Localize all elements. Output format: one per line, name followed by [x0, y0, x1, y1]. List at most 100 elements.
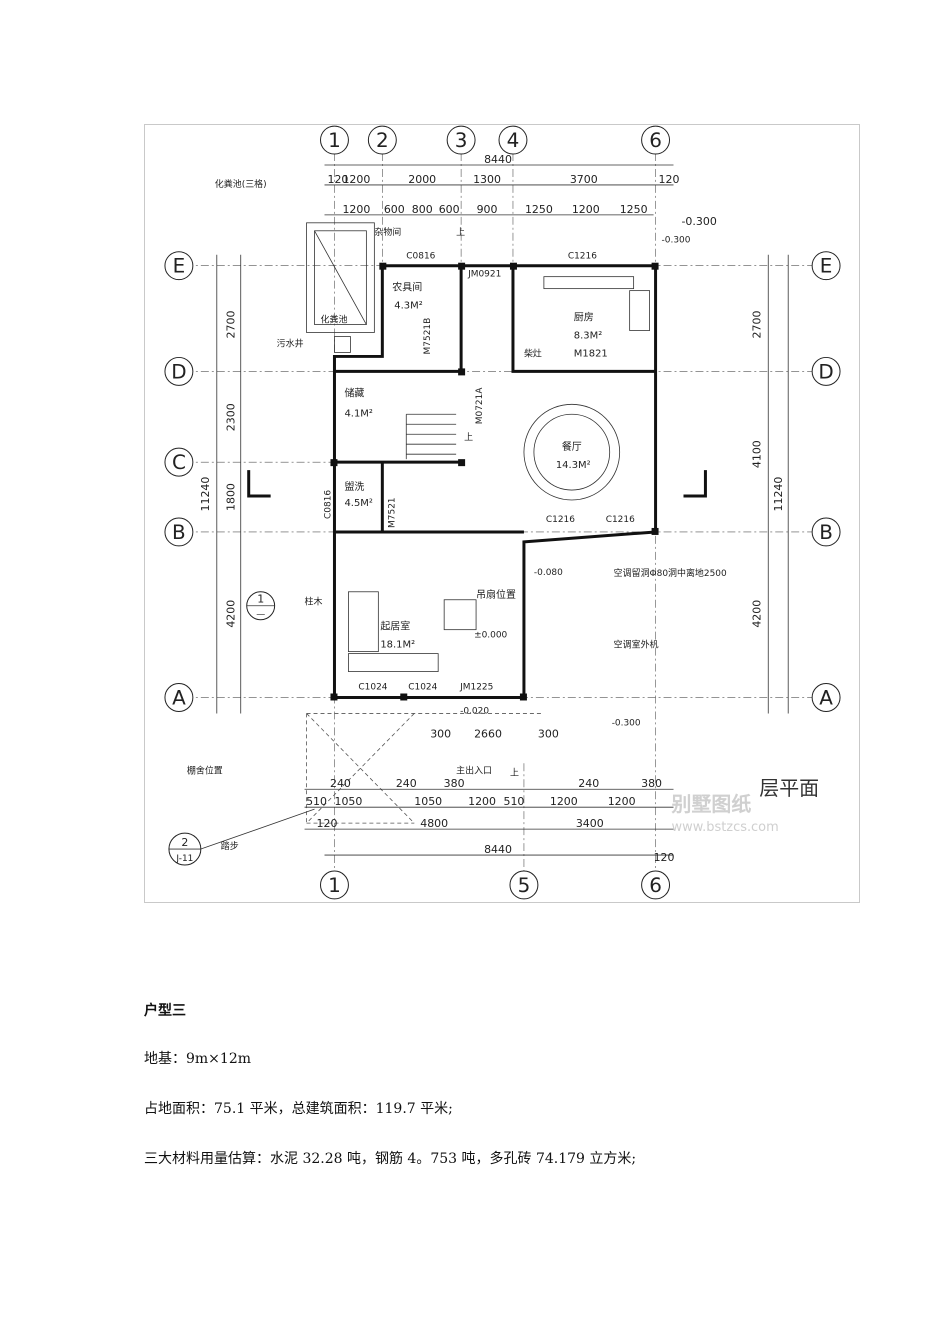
window-code: C1024	[358, 683, 387, 693]
door-code: M1821	[574, 348, 608, 359]
room-storage: 储藏	[344, 386, 364, 399]
room-label: 杂物间	[374, 226, 401, 238]
svg-text:3: 3	[455, 128, 468, 152]
svg-text:4: 4	[507, 128, 520, 152]
window-code: C1216	[606, 515, 635, 525]
stair-up-label: 上	[464, 432, 473, 443]
room-living-area: 18.1M²	[380, 640, 415, 651]
axis-bubble-top-2: 2	[367, 125, 397, 155]
svg-text:B: B	[172, 520, 186, 544]
entrance-label: 主出入口	[456, 764, 492, 776]
svg-text:1: 1	[328, 873, 341, 897]
axis-bubble-bottom-1: 1	[320, 870, 349, 900]
svg-text:A: A	[172, 685, 186, 709]
window-code: C0816	[323, 490, 333, 519]
heading-house-type: 户型三	[144, 1003, 186, 1019]
dim-text: 2300	[225, 403, 238, 431]
svg-text:2: 2	[181, 836, 188, 849]
stair-up-label: 上	[510, 767, 519, 778]
svg-text:E: E	[820, 254, 833, 278]
floor-plan-drawing: 1 2 3 4 6 1 5 6 E D C B	[164, 125, 841, 900]
dim-text: 1200	[608, 795, 636, 808]
dim-text: 800	[412, 203, 433, 216]
sewage-label: 污水井	[277, 337, 304, 349]
dim-text: 300	[430, 727, 451, 740]
dim-text: 240	[396, 777, 417, 790]
area-line: 占地面积：75.1 平米，总建筑面积：119.7 平米;	[144, 1101, 453, 1117]
fan-position-label: 吊扇位置	[476, 588, 516, 601]
axis-bubble-right-D: D	[811, 356, 841, 386]
door-code: M7521	[387, 497, 397, 528]
dim-text: 2700	[750, 311, 763, 339]
svg-text:6: 6	[649, 873, 662, 897]
axis-bubble-left-B: B	[164, 517, 194, 547]
dim-text: 600	[384, 203, 405, 216]
dim-text: 1200	[572, 203, 600, 216]
window-code: C1024	[408, 683, 437, 693]
door-code: M0721A	[475, 387, 485, 425]
svg-text:2: 2	[376, 128, 389, 152]
dim-text: 510	[504, 795, 525, 808]
room-dining-area: 14.3M²	[556, 460, 591, 471]
dim-total-top: 8440	[484, 153, 512, 166]
axis-bubble-right-E: E	[811, 251, 841, 281]
axis-bubble-left-C: C	[164, 447, 194, 477]
dim-text: 2000	[408, 173, 436, 186]
room-tools: 农具间	[392, 281, 422, 294]
room-bath-area: 4.5M²	[344, 498, 372, 509]
septic-tank	[306, 222, 375, 333]
septic-label-inner: 化粪池	[321, 314, 348, 326]
dim-text: 600	[439, 203, 460, 216]
door-code: M7521B	[423, 318, 433, 355]
dim-text: 1200	[468, 795, 496, 808]
svg-text:D: D	[171, 359, 186, 383]
door-code: JM1225	[459, 683, 493, 693]
dim-text: 4800	[420, 817, 448, 830]
stair-up-label: 上	[456, 227, 465, 238]
dining-table	[523, 403, 621, 501]
dim-text: 1250	[525, 203, 553, 216]
level-mark: -0.020	[460, 706, 489, 716]
axis-bubble-bottom-6: 6	[641, 870, 671, 900]
room-tools-area: 4.3M²	[394, 301, 422, 312]
section-mark-1: 1 —	[246, 591, 276, 621]
dim-text: 1200	[342, 203, 370, 216]
dim-text: 11240	[772, 477, 785, 512]
axis-bubble-left-E: E	[164, 251, 194, 281]
level-mark: ±0.000	[474, 631, 507, 641]
window-code: C1216	[546, 515, 575, 525]
dim-text: 1800	[225, 483, 238, 511]
svg-text:A: A	[819, 685, 833, 709]
axis-bubble-top-4: 4	[498, 125, 528, 155]
axis-bubble-left-D: D	[164, 356, 194, 386]
dim-text: 510	[306, 795, 327, 808]
plan-title: 层平面	[759, 776, 819, 800]
dim-total-bottom: 8440	[484, 843, 512, 856]
dim-text: 120	[654, 851, 675, 864]
dim-text: 240	[330, 777, 351, 790]
dim-text: 380	[444, 777, 465, 790]
dim-text: 11240	[199, 477, 212, 512]
axis-bubble-top-1: 1	[320, 125, 349, 155]
window-code: C0816	[406, 252, 435, 262]
dim-text: 240	[578, 777, 599, 790]
svg-text:1: 1	[328, 128, 341, 152]
axis-bubble-top-3: 3	[446, 125, 476, 155]
room-kitchen-area: 8.3M²	[574, 330, 602, 341]
axis-bubble-right-A: A	[811, 683, 841, 712]
window-code: C1216	[568, 252, 597, 262]
door-code: JM0921	[467, 270, 501, 280]
stove-label: 柴灶	[524, 347, 542, 359]
ac-unit-label: 空调室外机	[614, 639, 659, 651]
level-mark: -0.300	[612, 718, 641, 728]
dim-text: 3400	[576, 817, 604, 830]
sofa-set	[348, 591, 477, 672]
dim-text: 300	[538, 727, 559, 740]
dim-text: 3700	[570, 173, 598, 186]
dim-text: 2660	[474, 727, 502, 740]
dim-text: 1050	[414, 795, 442, 808]
level-mark: -0.300	[681, 215, 716, 228]
level-mark: -0.080	[534, 568, 563, 578]
septic-label: 化粪池(三格)	[215, 178, 267, 190]
level-mark: -0.300	[662, 236, 691, 246]
